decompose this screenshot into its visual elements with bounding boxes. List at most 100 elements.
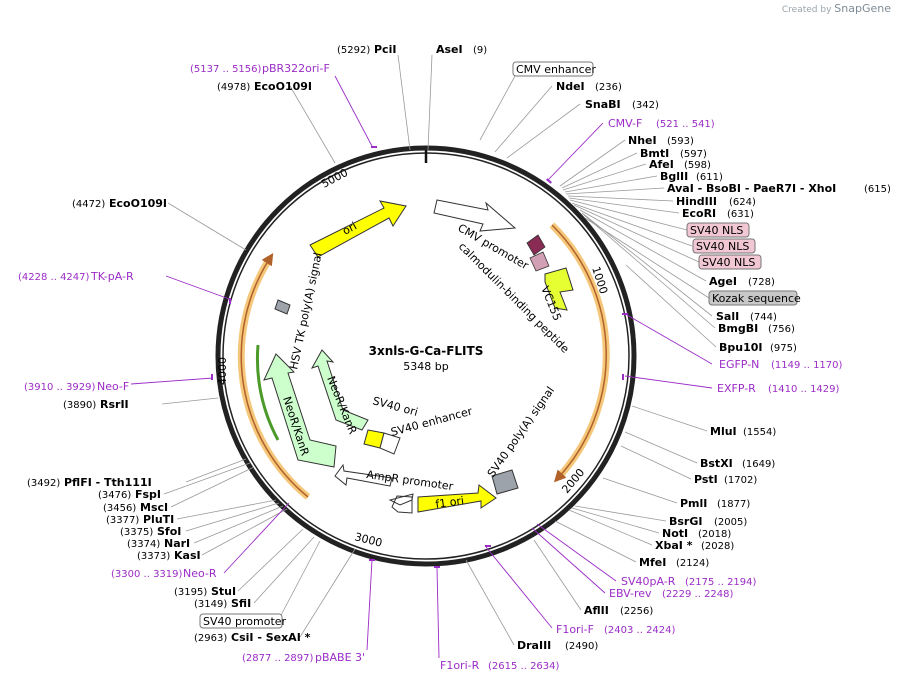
enzyme-pos-rsrii: (3890) (63, 400, 96, 411)
feature-label-ampr-promoter: AmpR promoter (366, 468, 455, 493)
leader-pbabe (366, 559, 373, 651)
enzyme-bpu10i: Bpu10I (719, 341, 763, 354)
enzyme-ndei: NdeI (556, 80, 585, 93)
primer-neo-f: Neo-F (97, 380, 129, 393)
primer-mark-pbr322ori (371, 146, 377, 148)
enzyme-rsrii: RsrII (100, 398, 129, 411)
enzyme-pos-psti: (1702) (724, 475, 757, 486)
leader-pcii (397, 54, 411, 151)
primer-pos-tk-pa-r: (4228 .. 4247) (18, 272, 90, 283)
nls-marker-1 (526, 234, 546, 256)
leader-afei (562, 163, 647, 191)
enzyme-pos-avai-group: (615) (864, 184, 891, 195)
enzyme-pos-xbai: (2028) (701, 541, 734, 552)
enzyme-pos-afei: (598) (684, 160, 711, 171)
leader-ebv-rev (531, 527, 606, 594)
enzyme-pos-aflii: (2256) (620, 606, 653, 617)
box-label-cmv-enhancer: CMV enhancer (516, 63, 596, 76)
leader-draiii (465, 559, 515, 646)
enzyme-bmgbi: BmgBI (718, 322, 758, 335)
enzyme-sfoi: SfoI (157, 525, 181, 538)
box-nls-1 (686, 222, 750, 238)
inner-features (263, 199, 574, 514)
neor-kanr-inner-arrow (310, 349, 369, 431)
feature-label-sv40-ori: SV40 ori (371, 394, 419, 419)
enzyme-labels-right: NdeI (236) SnaBI (342) NheI (593) BmtI (… (517, 80, 891, 652)
enzyme-sfii: SfiI (231, 597, 251, 610)
snapgene-logo-text: SnapGene (834, 2, 891, 15)
leader-noti (571, 507, 660, 534)
primer-sv40pa-r: SV40pA-R (621, 575, 676, 588)
enzyme-pos-msci: (3456) (103, 503, 136, 514)
box-kozak (708, 290, 798, 306)
enzyme-kasi: KasI (174, 549, 201, 562)
highlight-arcs (237, 222, 610, 500)
leader-bmti (561, 152, 638, 189)
enzyme-pos-csii: (2963) (194, 633, 227, 644)
boxed-feature-labels: CMV enhancer SV40 NLS SV40 NLS SV40 NLS … (199, 61, 801, 629)
enzyme-pos-pluti: (3377) (106, 515, 139, 526)
enzyme-pos-mlui: (1554) (743, 427, 776, 438)
enzyme-pflfi-tth111i: PflFI - Tth111I (64, 476, 152, 489)
leader-f1ori-f (485, 546, 553, 629)
primer-pos-exfp-r: (1410 .. 1429) (768, 384, 840, 395)
enzyme-bglii: BglII (660, 170, 688, 183)
enzyme-noti: NotI (662, 527, 688, 540)
neo-primer-arc (255, 344, 280, 441)
vc155-arrow (544, 267, 574, 311)
leader-ndei (494, 85, 553, 153)
enzyme-pos-pcii: (5292) (337, 45, 370, 56)
enzyme-pos-pmli: (1877) (717, 499, 750, 510)
primer-pos-egfp-n: (1149 .. 1170) (771, 360, 843, 371)
primer-mark-neo-f (211, 374, 213, 380)
enzyme-pos-stui: (3195) (174, 587, 207, 598)
leader-f1ori-r (436, 567, 440, 659)
enzyme-nari: NarI (164, 537, 190, 550)
enzyme-nhei: NheI (628, 134, 657, 147)
box-label-nls-2: SV40 NLS (696, 240, 749, 253)
enzyme-pos-bglii: (611) (696, 172, 723, 183)
tick-label-4000: 4000 (216, 357, 229, 385)
box-label-sv40-promoter: SV40 promoter (203, 615, 287, 628)
leader-pflfi (185, 458, 247, 483)
enzyme-pos-noti: (2018) (698, 529, 731, 540)
feature-label-sv40-polya: SV40 poly(A) signal (485, 384, 557, 479)
leader-sfii (253, 536, 315, 604)
leader-apali (289, 85, 336, 164)
brand-created-by: Created by (781, 5, 832, 15)
leader-ecoo109i (167, 202, 247, 251)
enzyme-pos-ndei: (236) (595, 82, 622, 93)
leader-nls-1 (569, 199, 688, 231)
primer-labels: (5137 .. 5156) pBR322ori-F CMV-F (521 ..… (18, 62, 843, 672)
enzyme-pos-sali: (744) (750, 312, 777, 323)
leader-sv40-promoter (277, 540, 321, 622)
primer-pbr322ori-f: pBR322ori-F (262, 62, 330, 75)
sv40-enhancer-box (379, 432, 401, 455)
primer-pos-sv40pa-r: (2175 .. 2194) (685, 577, 757, 588)
enzyme-pos-bpu10i: (975) (770, 343, 797, 354)
leader-bpu10i (625, 264, 717, 348)
enzyme-pos-agei: (728) (748, 277, 775, 288)
enzyme-pcii: PciI (374, 43, 396, 56)
arc-arrow-right (551, 224, 607, 483)
arc-arrow-left (240, 252, 309, 498)
enzyme-pos-nhei: (593) (667, 136, 694, 147)
box-cmv-enhancer (512, 61, 594, 77)
enzyme-pos-sfoi: (3375) (120, 527, 153, 538)
leader-sfoi (185, 502, 280, 532)
enzyme-pmli: PmlI (680, 497, 707, 510)
backbone-outer (215, 145, 637, 567)
enzyme-mlui: MluI (710, 425, 737, 438)
leader-nls-3 (573, 204, 700, 263)
enzyme-asei: AseI (436, 43, 463, 56)
primer-mark-pbabe (369, 559, 375, 561)
primer-neo-r: Neo-R (183, 567, 217, 580)
primer-pos-f1ori-f: (2403 .. 2424) (604, 625, 676, 636)
leader-snabi (506, 103, 581, 159)
enzyme-pluti: PluTI (143, 513, 174, 526)
primer-tk-pa-r: TK-pA-R (90, 270, 134, 283)
enzyme-pos-sfii: (3149) (194, 599, 227, 610)
nls-marker-2 (529, 251, 550, 272)
primer-mark-tk-pa-r (229, 298, 231, 304)
enzyme-ecoo109i: EcoO109I (109, 197, 167, 210)
